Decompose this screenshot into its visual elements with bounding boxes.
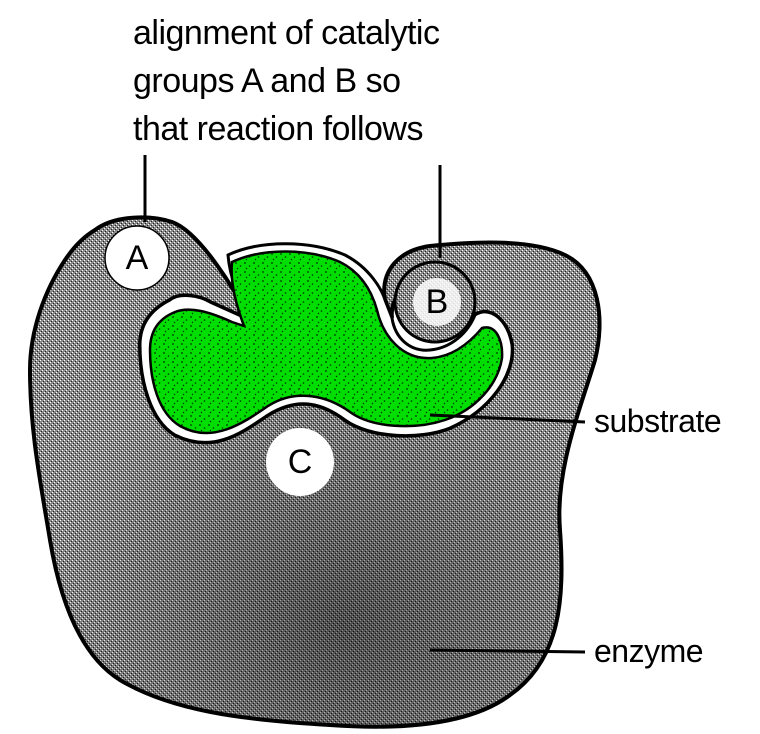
catalytic-group-b: B (395, 262, 475, 342)
group-a-label: A (126, 239, 149, 277)
caption-line-2: groups A and B so (133, 62, 400, 100)
group-b-label: B (426, 283, 449, 321)
group-c-label: C (288, 443, 313, 481)
caption-line-1: alignment of catalytic (133, 14, 440, 52)
catalytic-group-c: C (266, 428, 334, 496)
catalytic-group-a: A (105, 226, 169, 290)
leader-line-enzyme (430, 650, 585, 652)
enzyme-label: enzyme (594, 633, 703, 669)
caption-line-3: that reaction follows (133, 110, 423, 148)
caption: alignment of catalytic groups A and B so… (133, 14, 440, 148)
substrate-label: substrate (594, 403, 721, 439)
